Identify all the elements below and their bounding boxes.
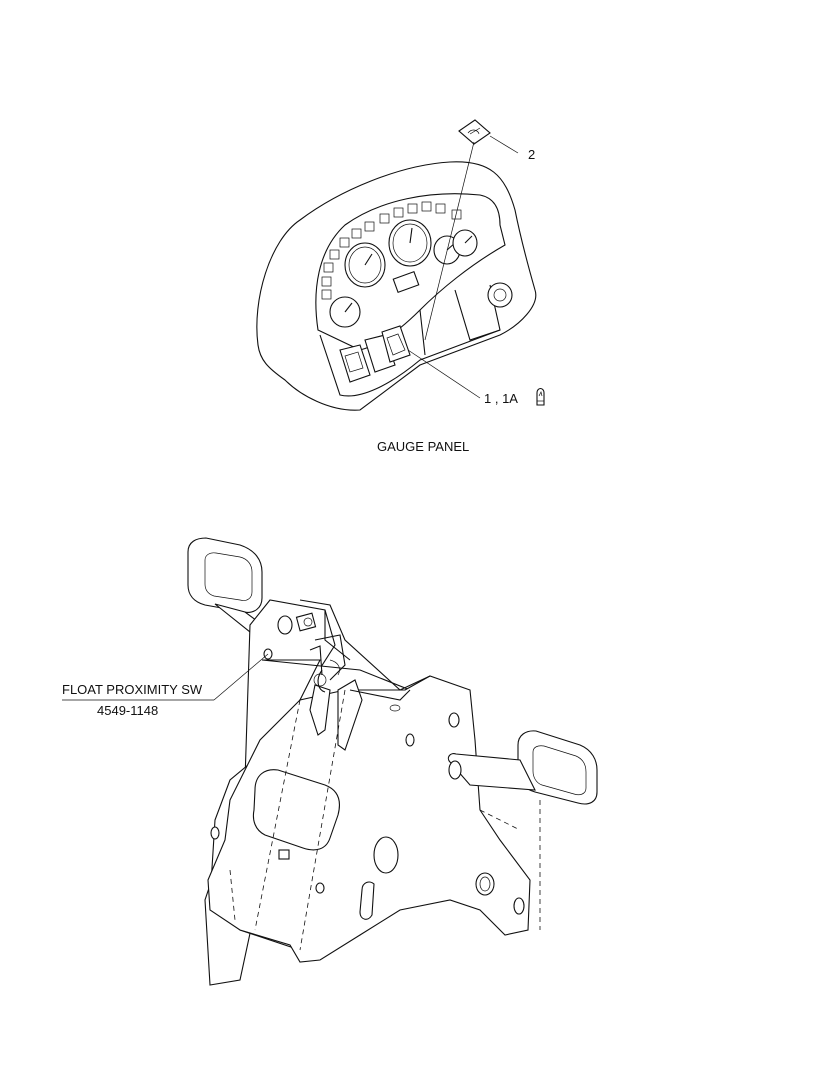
gauge-panel-title: GAUGE PANEL bbox=[377, 439, 469, 454]
mounting-hole bbox=[475, 872, 495, 896]
leader-line-2 bbox=[424, 141, 475, 341]
center-display bbox=[392, 270, 420, 294]
right-pedal-pad bbox=[517, 730, 598, 805]
fuel-gauge bbox=[329, 296, 361, 328]
warning-light-strip bbox=[321, 201, 462, 300]
gauge-panel-illustration bbox=[256, 119, 537, 411]
decal-item-2 bbox=[458, 119, 491, 145]
speedometer-gauge bbox=[388, 219, 432, 267]
pedal-assembly-illustration bbox=[187, 537, 598, 986]
leader-line-2-label bbox=[489, 135, 519, 154]
float-proximity-label: FLOAT PROXIMITY SW bbox=[62, 682, 203, 697]
leader-line-1 bbox=[407, 349, 481, 399]
rocker-switches bbox=[339, 325, 411, 383]
mounting-hole bbox=[513, 897, 525, 915]
callout-2-label: 2 bbox=[528, 147, 535, 162]
float-proximity-switch bbox=[295, 612, 346, 693]
callout-1-label: 1 , 1A bbox=[484, 391, 518, 406]
mounting-hole bbox=[373, 836, 399, 874]
left-pedal-pad bbox=[187, 537, 263, 613]
oil-pressure-gauge bbox=[452, 229, 478, 257]
leader-line-proximity-switch bbox=[213, 653, 269, 701]
part-number-label: 4549-1148 bbox=[97, 703, 158, 718]
slot-hole bbox=[359, 881, 375, 920]
tachometer-gauge bbox=[344, 242, 386, 288]
bulb-icon bbox=[536, 387, 545, 406]
